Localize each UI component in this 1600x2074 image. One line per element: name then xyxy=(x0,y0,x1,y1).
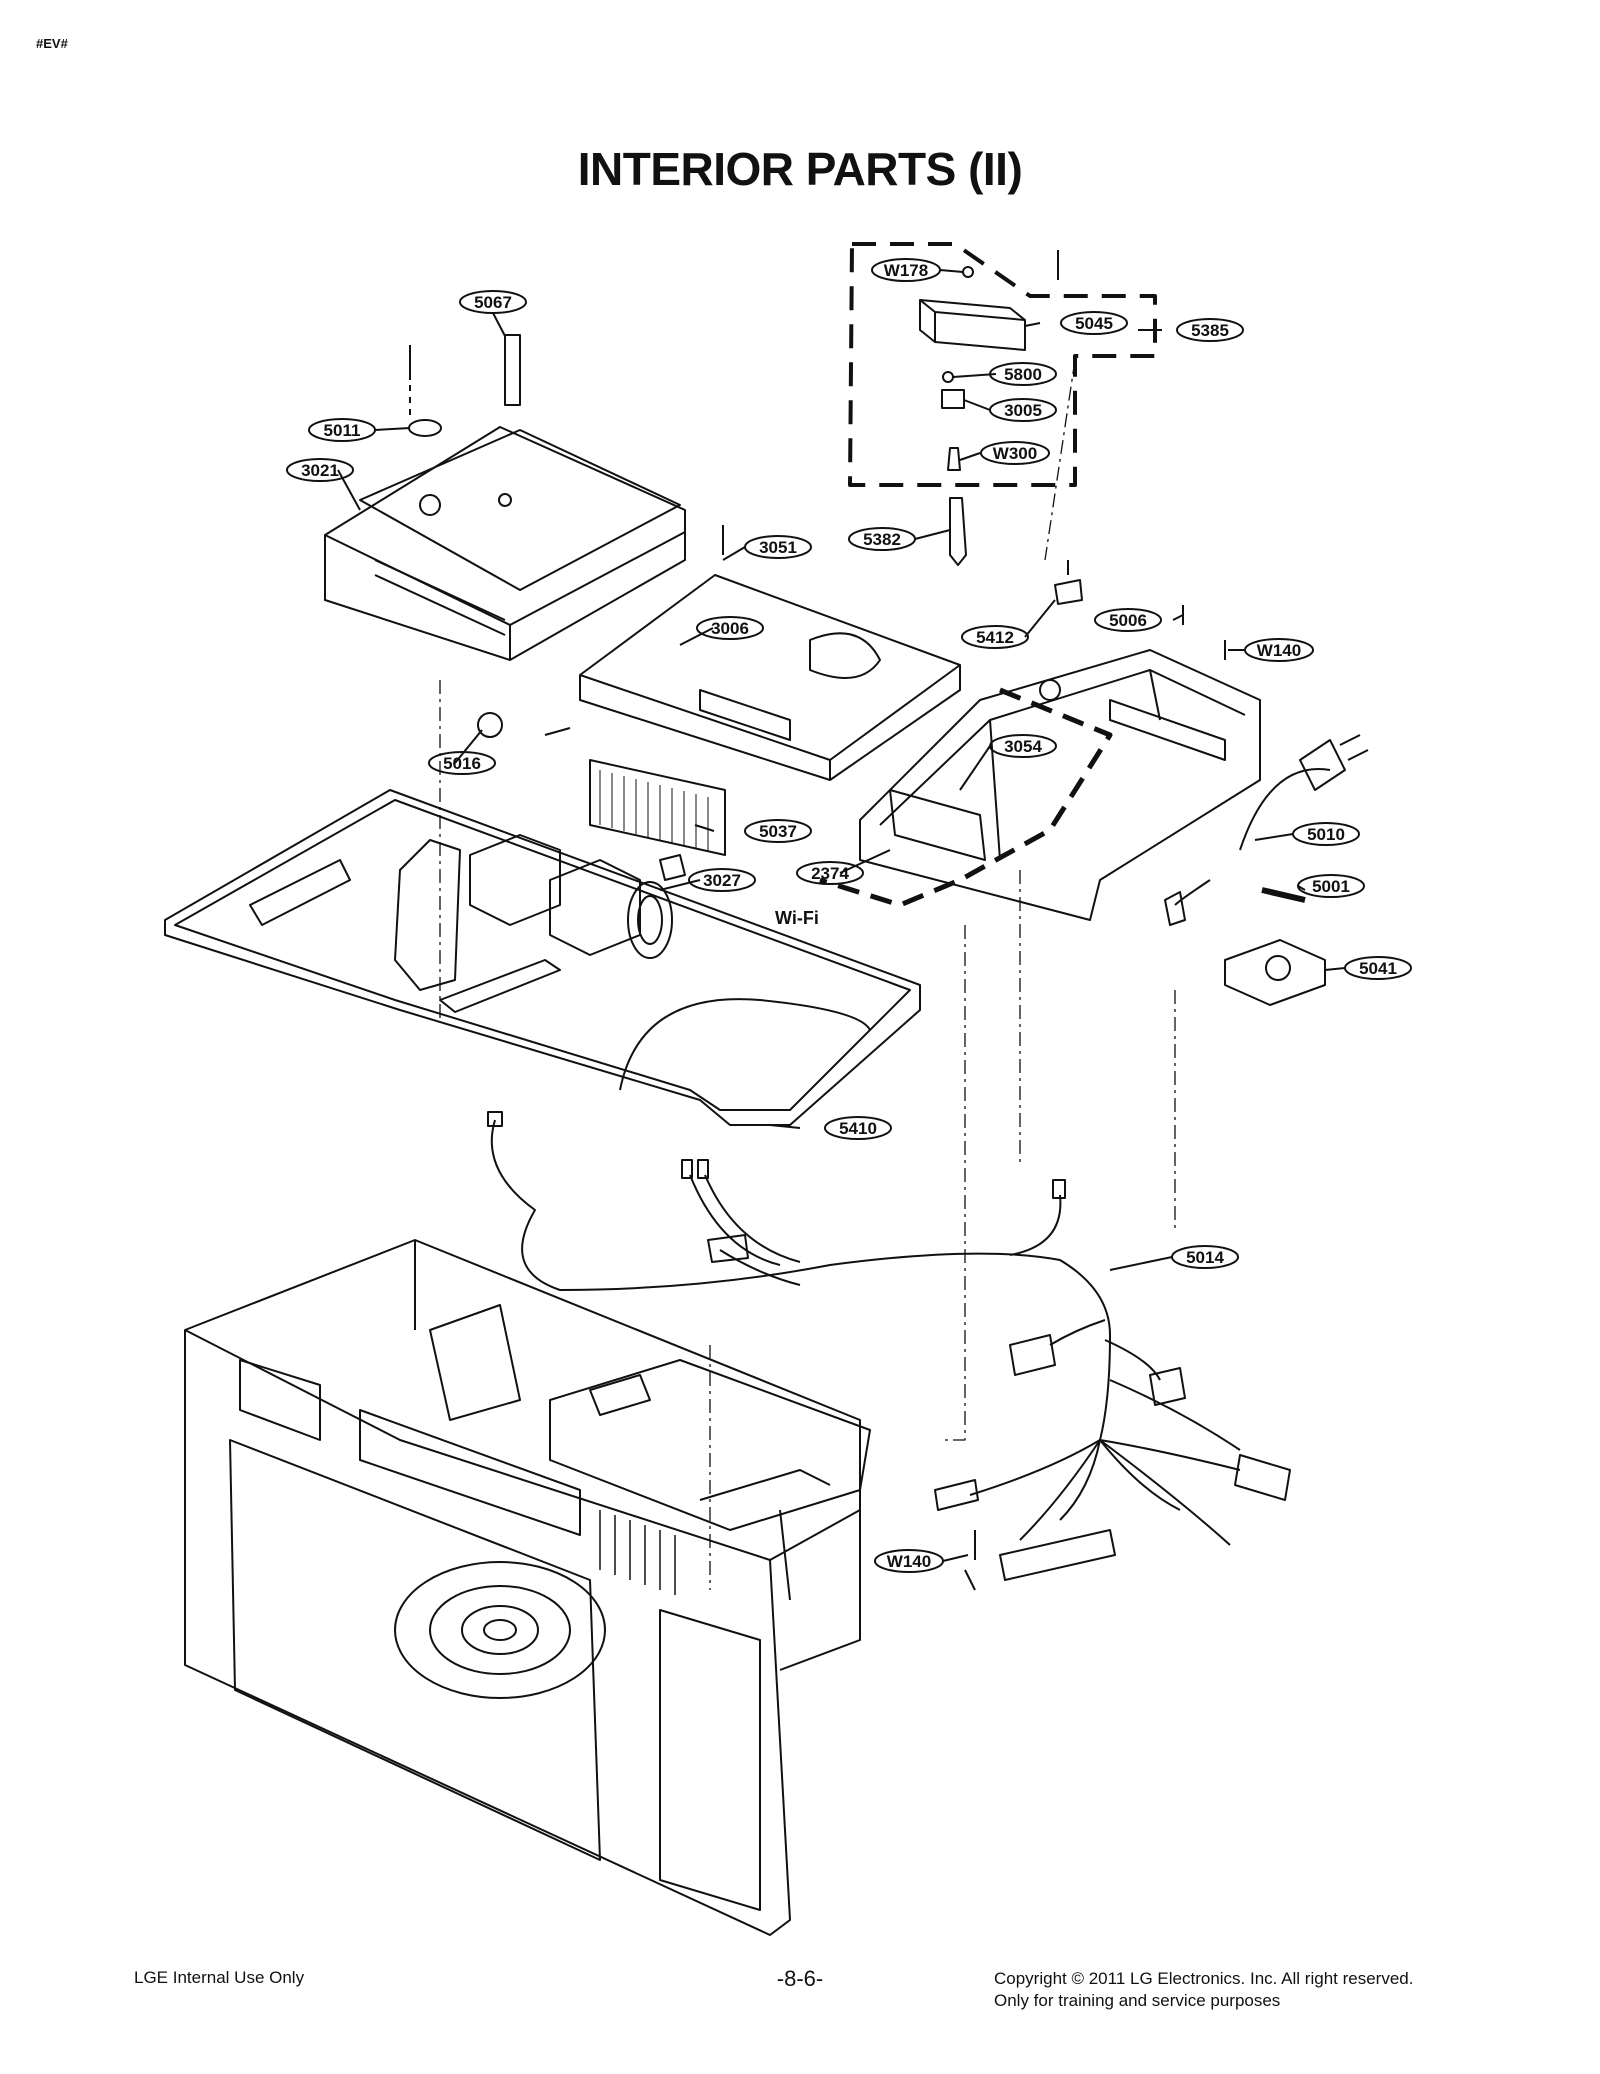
callout-5412: 5412 xyxy=(961,625,1029,649)
cavity-assembly xyxy=(184,1239,871,1936)
svg-text:3005: 3005 xyxy=(1004,401,1042,420)
svg-text:5011: 5011 xyxy=(324,421,361,440)
part-3027-fan-motor xyxy=(469,834,686,959)
svg-text:3054: 3054 xyxy=(1004,737,1042,756)
svg-text:5385: 5385 xyxy=(1191,321,1229,340)
wifi-label: Wi-Fi xyxy=(775,908,819,928)
svg-text:5016: 5016 xyxy=(443,754,481,773)
svg-text:2374: 2374 xyxy=(811,864,849,883)
part-5041-noise-filter xyxy=(1224,939,1326,1006)
part-w178-screw xyxy=(962,266,974,278)
part-5010-power-cord xyxy=(1164,734,1369,926)
assembly-5385-outline xyxy=(848,242,1157,487)
svg-text:5412: 5412 xyxy=(976,628,1014,647)
part-w300-screw xyxy=(947,447,961,471)
noise-filter-coil xyxy=(1265,955,1291,981)
vent-slots xyxy=(599,1510,676,1595)
callout-2374: 2374 xyxy=(796,861,864,885)
notice-line: Only for training and service purposes xyxy=(994,1991,1281,2010)
page-title: INTERIOR PARTS (II) xyxy=(577,143,1023,195)
callout-5410: 5410 xyxy=(824,1116,892,1140)
page-number: -8-6- xyxy=(776,1966,824,1991)
callout-5045: 5045 xyxy=(1060,311,1128,335)
svg-text:5382: 5382 xyxy=(863,530,901,549)
svg-text:3021: 3021 xyxy=(301,461,339,480)
part-5037-filter xyxy=(589,759,726,856)
callout-5011: 5011 xyxy=(308,418,376,442)
callout-5041: 5041 xyxy=(1344,956,1412,980)
part-3005-switch xyxy=(941,389,965,409)
svg-text:5010: 5010 xyxy=(1307,825,1345,844)
footer-copyright: Copyright © 2011 LG Electronics. Inc. Al… xyxy=(994,1968,1413,2012)
callout-w300: W300 xyxy=(980,441,1050,465)
svg-text:W300: W300 xyxy=(993,444,1037,463)
part-3051-plate xyxy=(579,574,961,781)
part-3021-cover xyxy=(324,426,686,661)
callout-5014: 5014 xyxy=(1171,1245,1239,1269)
svg-text:5001: 5001 xyxy=(1312,877,1350,896)
part-3054-pcb xyxy=(889,789,986,861)
wifi-module-outline xyxy=(819,687,1113,908)
callout-5001: 5001 xyxy=(1297,874,1365,898)
svg-text:W140: W140 xyxy=(1257,641,1301,660)
svg-text:3051: 3051 xyxy=(759,538,797,557)
callout-5006: 5006 xyxy=(1094,608,1162,632)
header-tag: #EV# xyxy=(36,36,68,51)
part-5410-base-plate xyxy=(164,789,921,1126)
screw-icon xyxy=(964,1569,976,1591)
part-5006-chassis xyxy=(859,649,1261,921)
part-5412-sensor xyxy=(1054,579,1083,605)
callout-w140-top: W140 xyxy=(1244,638,1314,662)
callout-3054: 3054 xyxy=(989,734,1057,758)
callout-3005: 3005 xyxy=(989,398,1057,422)
svg-text:5067: 5067 xyxy=(474,293,512,312)
svg-text:5410: 5410 xyxy=(839,1119,877,1138)
part-5001-fuse xyxy=(1261,887,1306,903)
svg-text:5041: 5041 xyxy=(1359,959,1397,978)
callout-3021: 3021 xyxy=(286,458,354,482)
leader-lines xyxy=(439,359,1176,1590)
callout-5385: 5385 xyxy=(1176,318,1244,342)
callout-5010: 5010 xyxy=(1292,822,1360,846)
part-5014-wire-harness xyxy=(487,1111,1291,1581)
callout-3027: 3027 xyxy=(688,868,756,892)
part-5016-thermal-fuse xyxy=(477,712,503,738)
screw-icon xyxy=(544,727,571,736)
svg-text:5014: 5014 xyxy=(1186,1248,1224,1267)
footer-internal-use: LGE Internal Use Only xyxy=(134,1968,305,1987)
svg-text:3027: 3027 xyxy=(703,871,741,890)
svg-text:W178: W178 xyxy=(884,261,928,280)
callout-5037: 5037 xyxy=(744,819,812,843)
part-5382-actuator xyxy=(949,497,967,566)
part-5800-nut xyxy=(942,371,954,383)
callout-5800: 5800 xyxy=(989,362,1057,386)
callout-w178: W178 xyxy=(871,258,941,282)
callout-5016: 5016 xyxy=(428,751,496,775)
part-5011-thermostat xyxy=(408,419,442,437)
copyright-line: Copyright © 2011 LG Electronics. Inc. Al… xyxy=(994,1969,1414,1988)
svg-text:5037: 5037 xyxy=(759,822,797,841)
svg-text:W140: W140 xyxy=(887,1552,931,1571)
part-5045-bracket xyxy=(919,299,1026,351)
part-5067-bracket xyxy=(504,334,521,406)
callout-5067: 5067 xyxy=(459,290,527,314)
callout-5382: 5382 xyxy=(848,527,916,551)
callout-3051: 3051 xyxy=(744,535,812,559)
svg-text:5045: 5045 xyxy=(1075,314,1113,333)
svg-text:5006: 5006 xyxy=(1109,611,1147,630)
svg-text:5800: 5800 xyxy=(1004,365,1042,384)
callout-w140-bottom: W140 xyxy=(874,1549,944,1573)
callout-3006: 3006 xyxy=(696,616,764,640)
svg-text:3006: 3006 xyxy=(711,619,749,638)
